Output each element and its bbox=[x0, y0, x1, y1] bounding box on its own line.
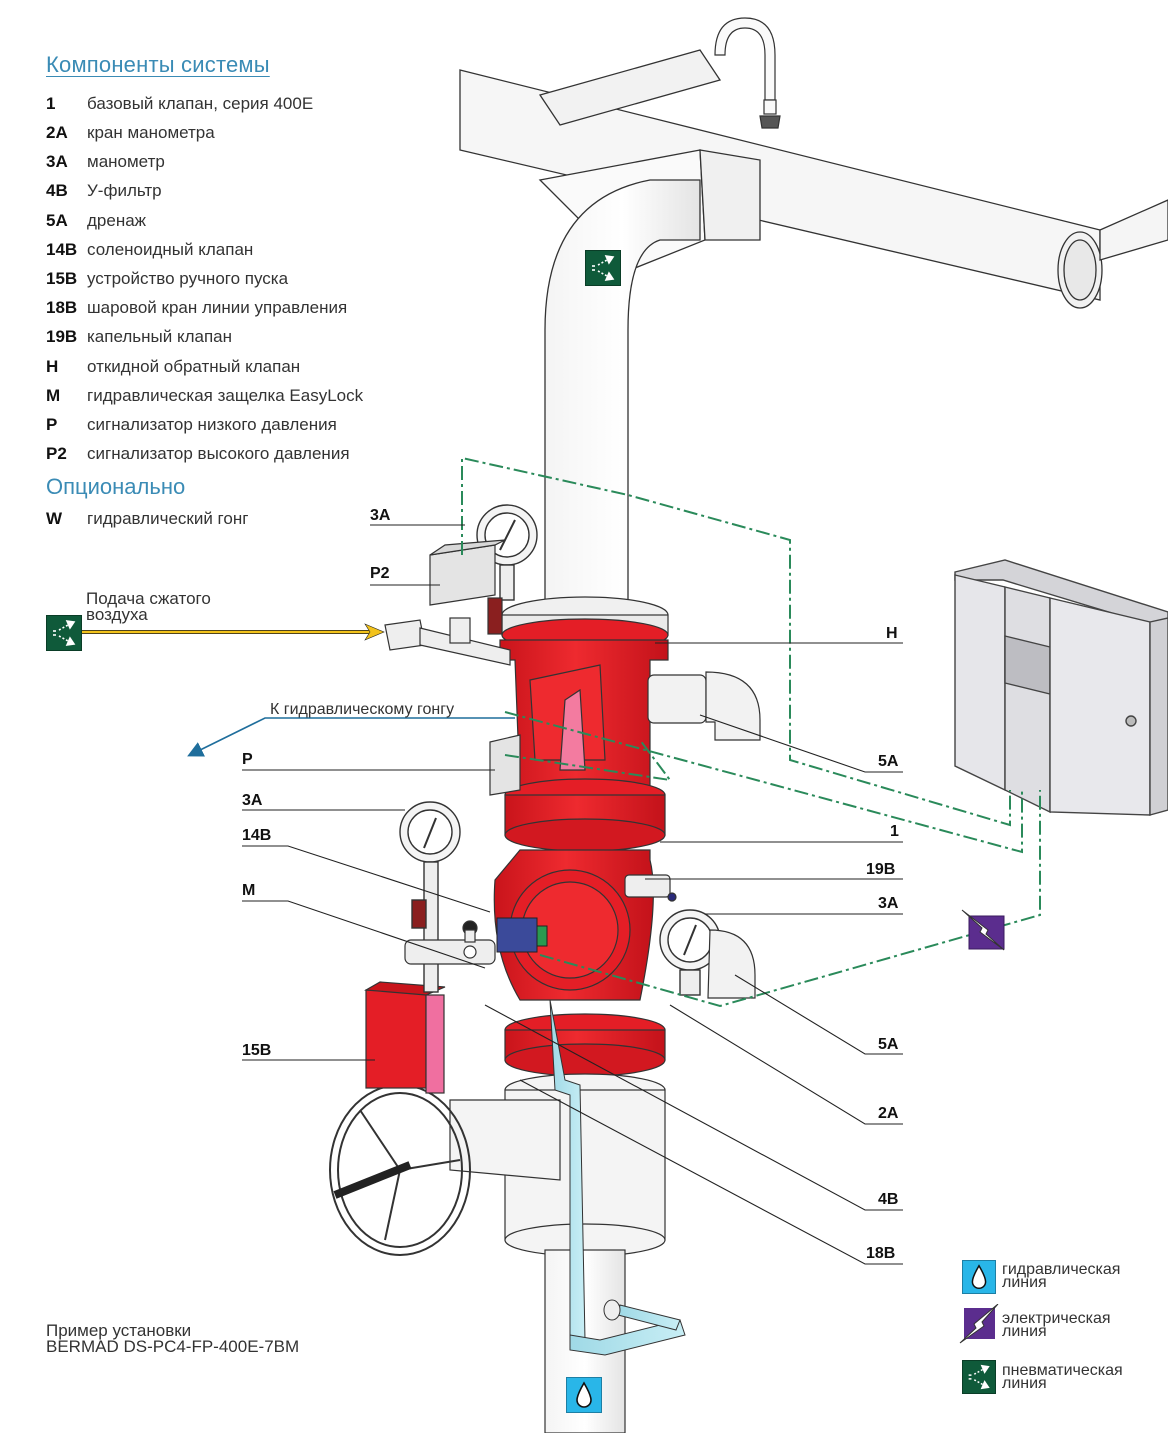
callout-label: 15B bbox=[242, 1042, 272, 1059]
component-code: 18B bbox=[46, 298, 78, 317]
pressure-switch-p bbox=[489, 734, 521, 796]
caption-line1: Пример установки bbox=[46, 1321, 192, 1340]
key-label-line2: линия bbox=[1002, 1375, 1047, 1392]
hydraulic-drain-pipe bbox=[549, 999, 686, 1356]
handwheel bbox=[329, 1084, 471, 1256]
key-hydraulic-label: гидравлическая линия bbox=[1002, 1261, 1121, 1291]
air-supply-label: Подача сжатого воздуха bbox=[86, 589, 211, 624]
hydraulic-drop-icon bbox=[566, 1377, 602, 1413]
component-code: H bbox=[46, 357, 59, 376]
drain-elbow-lower bbox=[707, 929, 756, 999]
manual-release-box bbox=[364, 981, 446, 1094]
callout-leader-lines bbox=[242, 524, 903, 1265]
hydraulic-drop-icon bbox=[962, 1260, 996, 1294]
component-code: W bbox=[46, 509, 63, 528]
easylock-trim bbox=[404, 920, 496, 965]
callout-label: 3A bbox=[242, 792, 263, 809]
key-label-line1: гидравлическая bbox=[1002, 1261, 1121, 1278]
component-code: 15B bbox=[46, 269, 78, 288]
callout-label: 2A bbox=[878, 1105, 899, 1122]
component-desc: гидравлическая защелка EasyLock bbox=[87, 386, 364, 405]
electric-bolt-icon bbox=[958, 1303, 1002, 1344]
gauge-top bbox=[476, 504, 538, 601]
callout-label: 4B bbox=[878, 1191, 899, 1208]
sprinkler-head bbox=[714, 17, 781, 129]
key-electric-label: электрическая линия bbox=[1002, 1310, 1111, 1340]
callout-label: H bbox=[886, 625, 898, 642]
component-desc: капельный клапан bbox=[87, 327, 233, 346]
component-desc: гидравлический гонг bbox=[87, 509, 249, 528]
component-code: 5A bbox=[46, 211, 68, 230]
callout-label: 19B bbox=[866, 861, 896, 878]
to-gong-label: К гидравлическому гонгу bbox=[270, 701, 455, 718]
installation-caption: Пример установки BERMAD DS-PC4-FP-400E-7… bbox=[46, 1321, 300, 1356]
callout-label: 5A bbox=[878, 753, 899, 770]
callout-label: 18B bbox=[866, 1245, 896, 1262]
key-label-line1: пневматическая bbox=[1002, 1362, 1123, 1379]
caption-line2: BERMAD DS-PC4-FP-400E-7BM bbox=[46, 1337, 300, 1356]
component-code: 2A bbox=[46, 123, 68, 142]
control-panel bbox=[954, 559, 1168, 816]
component-code: 14B bbox=[46, 240, 78, 259]
component-desc: дренаж bbox=[87, 211, 147, 230]
component-desc: базовый клапан, серия 400E bbox=[87, 94, 314, 113]
callout-label: 3A bbox=[370, 507, 391, 524]
callout-label: 14B bbox=[242, 827, 272, 844]
component-desc: шаровой кран линии управления bbox=[87, 298, 348, 317]
callout-label: 1 bbox=[890, 823, 899, 840]
component-desc: манометр bbox=[87, 152, 165, 171]
component-code: 4B bbox=[46, 181, 68, 200]
signal-lines bbox=[461, 456, 1041, 1008]
component-desc: кран манометра bbox=[87, 123, 215, 142]
butterfly-valve bbox=[449, 1073, 666, 1433]
component-code: P2 bbox=[46, 444, 67, 463]
air-supply-trim bbox=[384, 617, 511, 666]
drip-check bbox=[624, 874, 677, 902]
callout-label: 5A bbox=[878, 1036, 899, 1053]
deluge-valve-body bbox=[493, 849, 666, 1077]
component-code: P bbox=[46, 415, 58, 434]
callout-label: P2 bbox=[370, 565, 390, 582]
component-code: 1 bbox=[46, 94, 56, 113]
pneumatic-arrows-icon bbox=[585, 250, 621, 286]
gong-line bbox=[187, 717, 515, 757]
component-desc: откидной обратный клапан bbox=[87, 357, 301, 376]
gauge-right bbox=[659, 909, 721, 996]
pneumatic-arrows-icon bbox=[962, 1360, 996, 1394]
component-code: 3A bbox=[46, 152, 68, 171]
callout-label: M bbox=[242, 882, 256, 899]
component-desc: сигнализатор низкого давления bbox=[87, 415, 337, 434]
check-valve-body bbox=[499, 639, 669, 852]
air-supply-label-line1: Подача сжатого bbox=[86, 589, 211, 608]
component-desc: У-фильтр bbox=[87, 181, 162, 200]
component-desc: устройство ручного пуска bbox=[87, 269, 289, 288]
drain-elbow-upper bbox=[647, 671, 761, 741]
electric-bolt-icon bbox=[960, 908, 1008, 952]
callout-label: P bbox=[242, 751, 253, 768]
line-type-key: гидравлическая линия электрическая линия… bbox=[959, 1260, 1168, 1400]
pneumatic-arrows-icon bbox=[46, 615, 82, 651]
component-code: 19B bbox=[46, 327, 78, 346]
component-desc: сигнализатор высокого давления bbox=[87, 444, 350, 463]
components-title: Компоненты системы bbox=[46, 52, 270, 77]
callout-label: 3A bbox=[878, 895, 899, 912]
key-label-line2: линия bbox=[1002, 1323, 1047, 1340]
pressure-switch-p2 bbox=[429, 539, 506, 635]
optional-title: Опционально bbox=[46, 474, 186, 499]
riser-pipe bbox=[544, 179, 701, 601]
air-supply-label-line2: воздуха bbox=[86, 605, 148, 624]
component-code: M bbox=[46, 386, 61, 405]
air-supply-line bbox=[80, 623, 385, 641]
key-label-line1: электрическая bbox=[1002, 1310, 1111, 1327]
key-pneumatic-label: пневматическая линия bbox=[1002, 1362, 1123, 1392]
solenoid-valve bbox=[496, 917, 548, 953]
component-desc: соленоидный клапан bbox=[87, 240, 254, 259]
key-label-line2: линия bbox=[1002, 1274, 1047, 1291]
